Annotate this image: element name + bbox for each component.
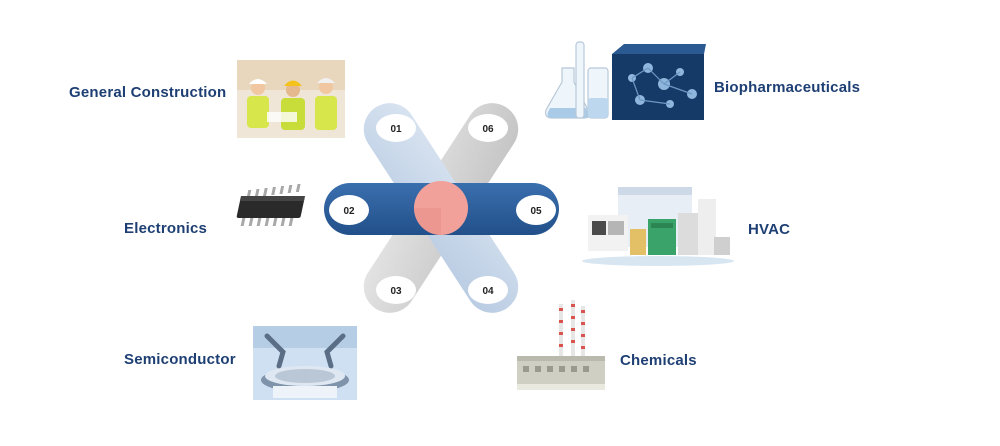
badge-06-number: 06 [482,124,494,135]
badge-03[interactable]: 03 [376,276,416,304]
construction-workers-icon [237,60,345,138]
label-general-construction: General Construction [69,84,227,101]
label-electronics: Electronics [124,220,208,237]
lab-glassware-icon [545,41,706,120]
badge-03-number: 03 [390,286,402,297]
badge-04-number: 04 [482,286,494,297]
badge-02-number: 02 [343,206,355,217]
label-semiconductor: Semiconductor [124,351,236,368]
badge-01-number: 01 [390,124,402,135]
label-hvac: HVAC [748,221,791,238]
badge-01[interactable]: 01 [376,114,416,142]
badge-04[interactable]: 04 [468,276,508,304]
wafer-robot-icon [253,326,357,400]
label-biopharmaceuticals: Biopharmaceuticals [714,79,861,96]
hub-center-shade [414,208,441,235]
badge-06[interactable]: 06 [468,114,508,142]
badge-05-number: 05 [530,206,542,217]
microchip-icon [236,184,306,226]
chemical-plant-icon [517,300,605,390]
hvac-units-icon [582,187,734,266]
badge-05[interactable]: 05 [516,195,556,225]
badge-02[interactable]: 02 [329,195,369,225]
label-chemicals: Chemicals [620,352,697,369]
